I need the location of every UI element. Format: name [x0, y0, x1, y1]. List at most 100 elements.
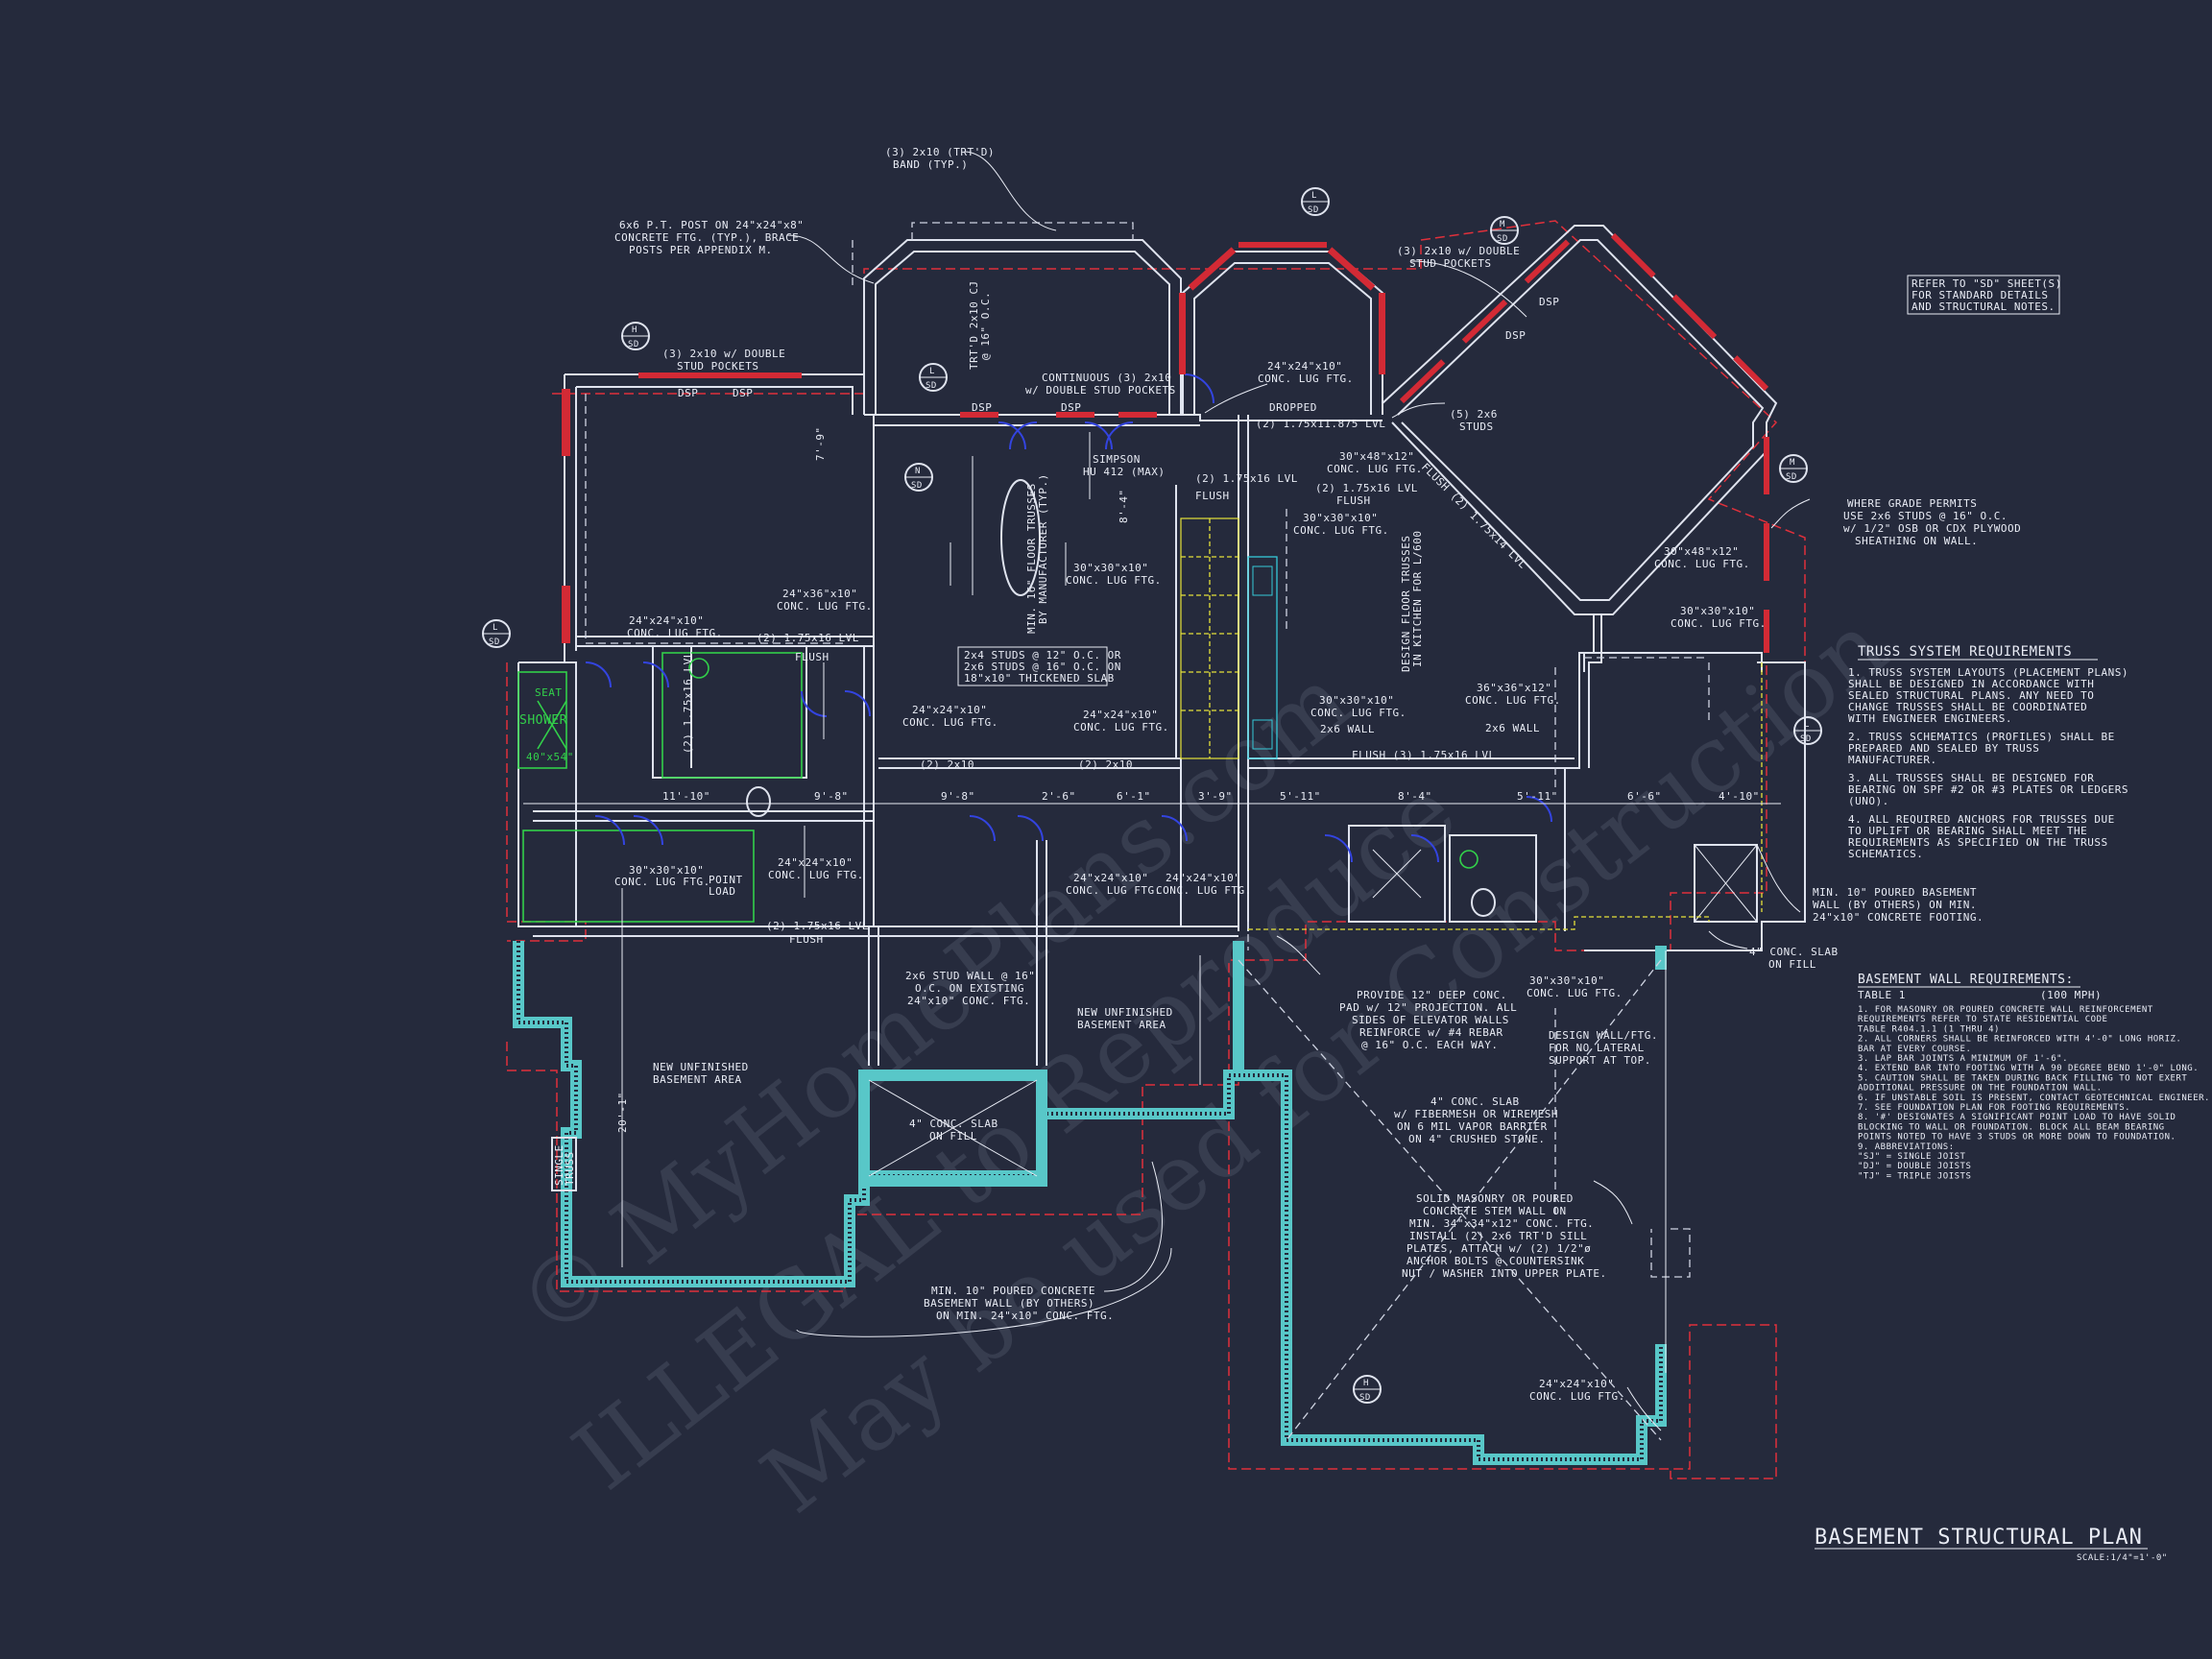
- note-continuous-1: CONTINUOUS (3) 2x10: [1042, 372, 1171, 384]
- left-rooms: [517, 415, 875, 927]
- leader-min-wall-r: [1756, 844, 1801, 913]
- bwall-line: REQUIREMENTS REFER TO STATE RESIDENTIAL …: [1858, 1015, 2107, 1024]
- thick-slab-box: [957, 646, 1108, 686]
- note-studs-2: STUDS: [1459, 421, 1494, 433]
- note-flushlvl-2: FLUSH: [1336, 494, 1371, 507]
- note-flush-bottom: FLUSH: [789, 933, 824, 946]
- note-ftg24c-2: CONC. LUG FTG.: [1066, 884, 1162, 897]
- refer-line-1: REFER TO "SD" SHEET(S): [1911, 277, 2062, 290]
- section-n-sheet: SD: [911, 481, 923, 491]
- note-ftg3048b-2: CONC. LUG FTG.: [1654, 558, 1750, 570]
- slab-box-x: [868, 1079, 1038, 1177]
- note-design-floor-2: IN KITCHEN FOR L/600: [1411, 531, 1424, 667]
- door-left-2: [801, 690, 871, 717]
- leader-grade: [1770, 498, 1811, 529]
- note-unfin-r-1: NEW UNFINISHED: [1077, 1006, 1173, 1019]
- note-lvl-left: (2) 1.75x16 LVL: [757, 632, 859, 644]
- note-grade-4: SHEATHING ON WALL.: [1855, 535, 1978, 547]
- truss-2-2: PREPARED AND SEALED BY TRUSS: [1848, 742, 2039, 755]
- dim-9: 5'-11": [1517, 790, 1558, 803]
- dsp-band-10: [1238, 242, 1327, 248]
- dim-8: 8'-4": [1398, 790, 1432, 803]
- section-m-top: M SD: [1490, 216, 1519, 245]
- kitchen-appliance-2: [1252, 719, 1273, 750]
- leader-elevator: [1276, 935, 1321, 975]
- misc-lines: [823, 432, 1091, 739]
- refer-note: REFER TO "SD" SHEET(S) FOR STANDARD DETA…: [1907, 275, 2062, 315]
- leader-min-wall-b: [796, 1247, 1172, 1337]
- sink-right-icon: [1459, 850, 1479, 869]
- note-unfin-r-2: BASEMENT AREA: [1077, 1019, 1166, 1031]
- note-ftg3030d-1: 30"x30"x10": [1680, 605, 1755, 617]
- note-designwall-2: FOR NO LATERAL: [1549, 1042, 1645, 1054]
- note-masonry-2: CONCRETE STEM WALL ON: [1423, 1205, 1567, 1217]
- bwall-line: BLOCKING TO WALL OR FOUNDATION. BLOCK AL…: [1858, 1122, 2165, 1132]
- leader-post: [786, 234, 875, 284]
- note-fiber-1: 4" CONC. SLAB: [1431, 1095, 1520, 1108]
- section-l-left-sheet: SD: [489, 637, 500, 647]
- dashed-footings: [585, 222, 1710, 1441]
- section-l-right-sheet: SD: [1800, 734, 1812, 744]
- note-ftg30left-1: 30"x30"x10": [629, 864, 704, 877]
- dim-10: 6'-6": [1627, 790, 1662, 803]
- note-masonry-7: NUT / WASHER INTO UPPER PLATE.: [1402, 1267, 1607, 1280]
- corner-box-x: [1694, 844, 1758, 923]
- note-flush-left: FLUSH: [795, 651, 830, 663]
- toilet-left-icon: [746, 786, 771, 817]
- note-slab-r-2: ON FILL: [1768, 958, 1816, 971]
- door-top-2: [1084, 421, 1134, 450]
- note-ftg3048-1: 30"x48"x12": [1339, 450, 1414, 463]
- note-slab-l-1: 4" CONC. SLAB: [909, 1118, 998, 1130]
- section-l-mid-sheet: SD: [926, 381, 937, 391]
- note-ftg2436-2: CONC. LUG FTG.: [777, 600, 873, 613]
- note-ftg30left-2: CONC. LUG FTG.: [614, 876, 710, 888]
- note-point-1: POINT: [709, 874, 743, 886]
- note-ftg24mid-1: 24"x24"x10": [912, 704, 987, 716]
- section-markers: L SD M SD H SD L SD N SD: [482, 187, 1822, 1404]
- dsp-band-8: [1379, 293, 1385, 374]
- note-masonry-1: SOLID MASONRY OR POURED: [1416, 1192, 1574, 1205]
- note-fiber-4: ON 4" CRUSHED STONE.: [1408, 1133, 1545, 1145]
- note-dsp-5: DSP: [972, 401, 992, 414]
- note-dsp-1: DSP: [678, 387, 698, 399]
- note-elevator-2: PAD w/ 12" PROJECTION. ALL: [1339, 1001, 1517, 1014]
- leader-ftg24r: [1626, 1386, 1662, 1431]
- bwall-line: 7. SEE FOUNDATION PLAN FOR FOOTING REQUI…: [1858, 1103, 2130, 1113]
- note-design-floor-1: DESIGN FLOOR TRUSSES: [1400, 536, 1412, 672]
- note-ftg24left-1: 24"x24"x10": [629, 614, 704, 627]
- truss-1-3: SEALED STRUCTURAL PLANS. ANY NEED TO: [1848, 689, 2094, 702]
- note-dsp-6: DSP: [1061, 401, 1081, 414]
- section-l-mid-letter: L: [929, 367, 935, 376]
- note-ftg3030c-2: CONC. LUG FTG.: [1310, 707, 1407, 719]
- bwall-line: "DJ" = DOUBLE JOISTS: [1858, 1162, 1971, 1171]
- yellow-dashed-ledge: [1248, 662, 1763, 930]
- dsp-bands: [562, 232, 1769, 653]
- note-ftg24-2: CONC. LUG FTG.: [1258, 373, 1354, 385]
- note-studwall-2: O.C. ON EXISTING: [915, 982, 1024, 995]
- bwall-heading: BASEMENT WALL REQUIREMENTS:: [1858, 973, 2074, 987]
- note-fiber-3: ON 6 MIL VAPOR BARRIER: [1397, 1120, 1548, 1133]
- note-ftg2436-1: 24"x36"x10": [782, 588, 857, 600]
- bwall-line: 6. IF UNSTABLE SOIL IS PRESENT, CONTACT …: [1858, 1094, 2210, 1103]
- note-ftg30r-1: 30"x30"x10": [1529, 974, 1604, 987]
- section-m-right-letter: M: [1790, 458, 1795, 468]
- note-lvl-bottom: (2) 1.75x16 LVL: [766, 920, 869, 932]
- dim-4: 2'-6": [1042, 790, 1076, 803]
- truss-2-3: MANUFACTURER.: [1848, 754, 1937, 766]
- dsp-band-2: [562, 586, 570, 643]
- note-dsp-3: DSP: [1539, 296, 1559, 308]
- note-thick-1: 2x4 STUDS @ 12" O.C. OR: [964, 649, 1121, 661]
- bwall-line: 2. ALL CORNERS SHALL BE REINFORCED WITH …: [1858, 1035, 2181, 1045]
- truss-2-1: 2. TRUSS SCHEMATICS (PROFILES) SHALL BE: [1848, 731, 2115, 743]
- leaders: [786, 151, 1811, 1431]
- note-trusses-1: MIN. 16" FLOOR TRUSSES: [1025, 483, 1038, 634]
- note-dstud-l-1: (3) 2x10 w/ DOUBLE: [662, 348, 785, 360]
- bwall-line: 9. ABBREVIATIONS:: [1858, 1142, 1955, 1152]
- note-studwall-3: 24"x10" CONC. FTG.: [907, 995, 1030, 1007]
- note-ftg3030c-1: 30"x30"x10": [1319, 694, 1394, 707]
- dim-vertical-79: 7'-9": [814, 426, 827, 461]
- note-truss: TRUSS: [564, 1151, 576, 1186]
- kitchen-appliance-1: [1252, 565, 1273, 596]
- note-post-3: POSTS PER APPENDIX M.: [629, 244, 773, 256]
